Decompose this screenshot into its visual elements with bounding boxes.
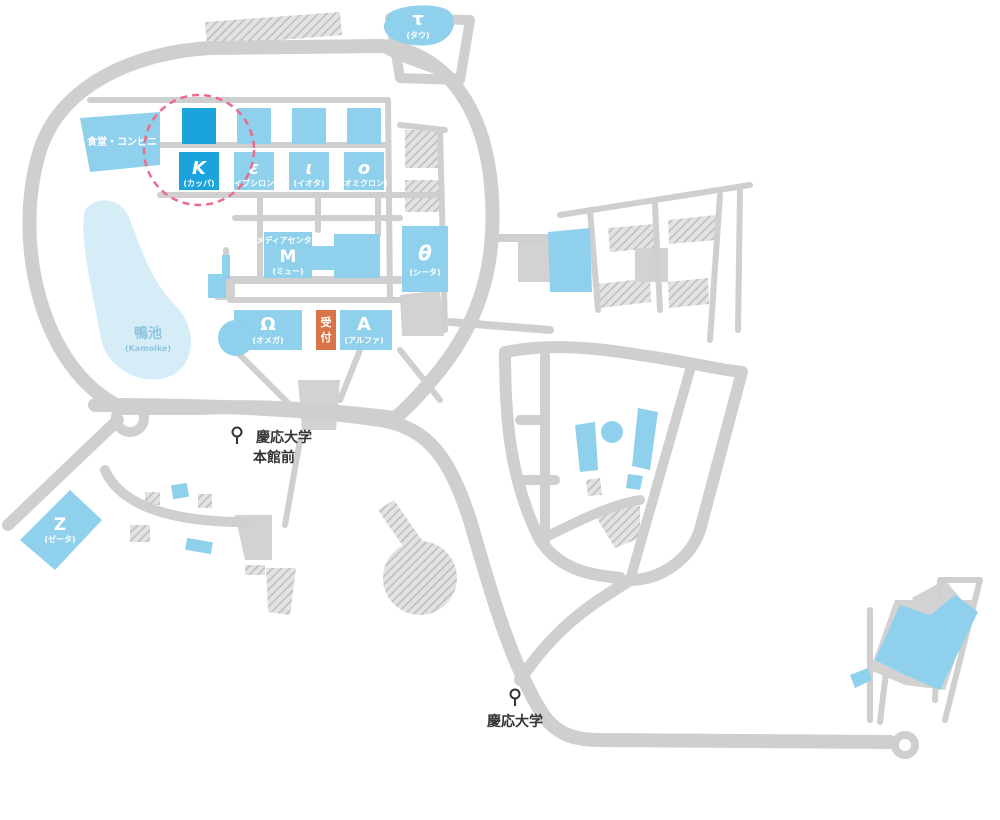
kappa-highlight-circle	[142, 93, 256, 207]
bus-stop-honkan[interactable]: 慶応大学 本館前	[231, 426, 313, 467]
iota-sublabel: (イオタ)	[293, 178, 324, 188]
bus-stop-main-label: 慶応大学	[487, 713, 543, 730]
bus-stop-main-pin-icon	[509, 688, 521, 706]
zeta-building[interactable]: Z (ゼータ)	[20, 490, 102, 570]
kamoike-pond	[83, 200, 192, 380]
media-center-label: M	[280, 247, 297, 267]
media-center-top-label: メディアセンター	[256, 235, 319, 245]
pond-sublabel: (Kamoike)	[125, 344, 171, 353]
bus-stop-honkan-line1: 慶応大学	[256, 429, 312, 446]
main-campus-buildings: 食堂・コンビニ K (カッパ) ε (イプシロン) ι (イオタ) ο (オミク…	[80, 93, 448, 356]
bus-stop-main[interactable]: 慶応大学	[487, 688, 543, 731]
kappa-building[interactable]: K (カッパ)	[179, 152, 219, 190]
kappa-label: K	[192, 158, 208, 179]
omega-building[interactable]: Ω (オメガ)	[218, 310, 302, 356]
cafeteria-building[interactable]: 食堂・コンビニ	[80, 112, 160, 172]
small-building-b	[185, 537, 213, 555]
tau-building[interactable]: τ (タウ)	[383, 5, 454, 46]
theta-building[interactable]: θ (シータ)	[402, 226, 448, 292]
kappa-sublabel: (カッパ)	[183, 178, 214, 188]
small-building-west-2	[222, 255, 230, 279]
omicron-building[interactable]: ο (オミクロン)	[340, 152, 388, 190]
hatched-areas	[130, 12, 717, 615]
omega-label: Ω	[260, 314, 275, 335]
epsilon-building[interactable]: ε (イプシロン)	[230, 152, 278, 190]
kappa-annex-building	[182, 108, 216, 144]
epsilon-annex-building	[237, 108, 271, 144]
reception-building[interactable]: 受 付	[316, 310, 336, 350]
tau-label: τ	[412, 9, 424, 30]
iota-building[interactable]: ι (イオタ)	[289, 152, 329, 190]
sports-area-buildings	[575, 408, 658, 490]
media-center-building[interactable]: メディアセンター M (ミュー)	[256, 232, 380, 278]
alpha-label: A	[357, 314, 371, 335]
media-center-sublabel: (ミュー)	[272, 267, 303, 276]
zeta-label: Z	[54, 515, 66, 535]
theta-sublabel: (シータ)	[409, 267, 440, 277]
epsilon-label: ε	[249, 158, 259, 179]
small-building-west	[208, 274, 226, 298]
alpha-sublabel: (アルファ)	[344, 336, 383, 345]
alpha-building[interactable]: A (アルファ)	[340, 310, 392, 350]
iota-label: ι	[305, 158, 312, 179]
cafeteria-label: 食堂・コンビニ	[86, 135, 157, 148]
omicron-sublabel: (オミクロン)	[340, 178, 387, 188]
tau-sublabel: (タウ)	[406, 30, 429, 40]
pond-label: 鴨池	[134, 325, 162, 342]
bus-stop-honkan-line2: 本館前	[253, 449, 295, 466]
reception-label-1: 受	[321, 315, 332, 329]
omicron-annex-building	[347, 108, 381, 144]
east-building	[548, 228, 592, 292]
road-network	[2, 13, 983, 759]
epsilon-sublabel: (イプシロン)	[230, 178, 277, 188]
omega-sublabel: (オメガ)	[252, 335, 283, 345]
omicron-label: ο	[358, 158, 370, 179]
iota-annex-building	[292, 108, 326, 144]
reception-label-2: 付	[321, 330, 332, 344]
far-east-building	[850, 595, 978, 690]
zeta-sublabel: (ゼータ)	[44, 534, 75, 544]
small-building-a	[170, 482, 190, 500]
theta-label: θ	[418, 241, 432, 265]
bus-stop-honkan-pin-icon	[231, 426, 243, 444]
